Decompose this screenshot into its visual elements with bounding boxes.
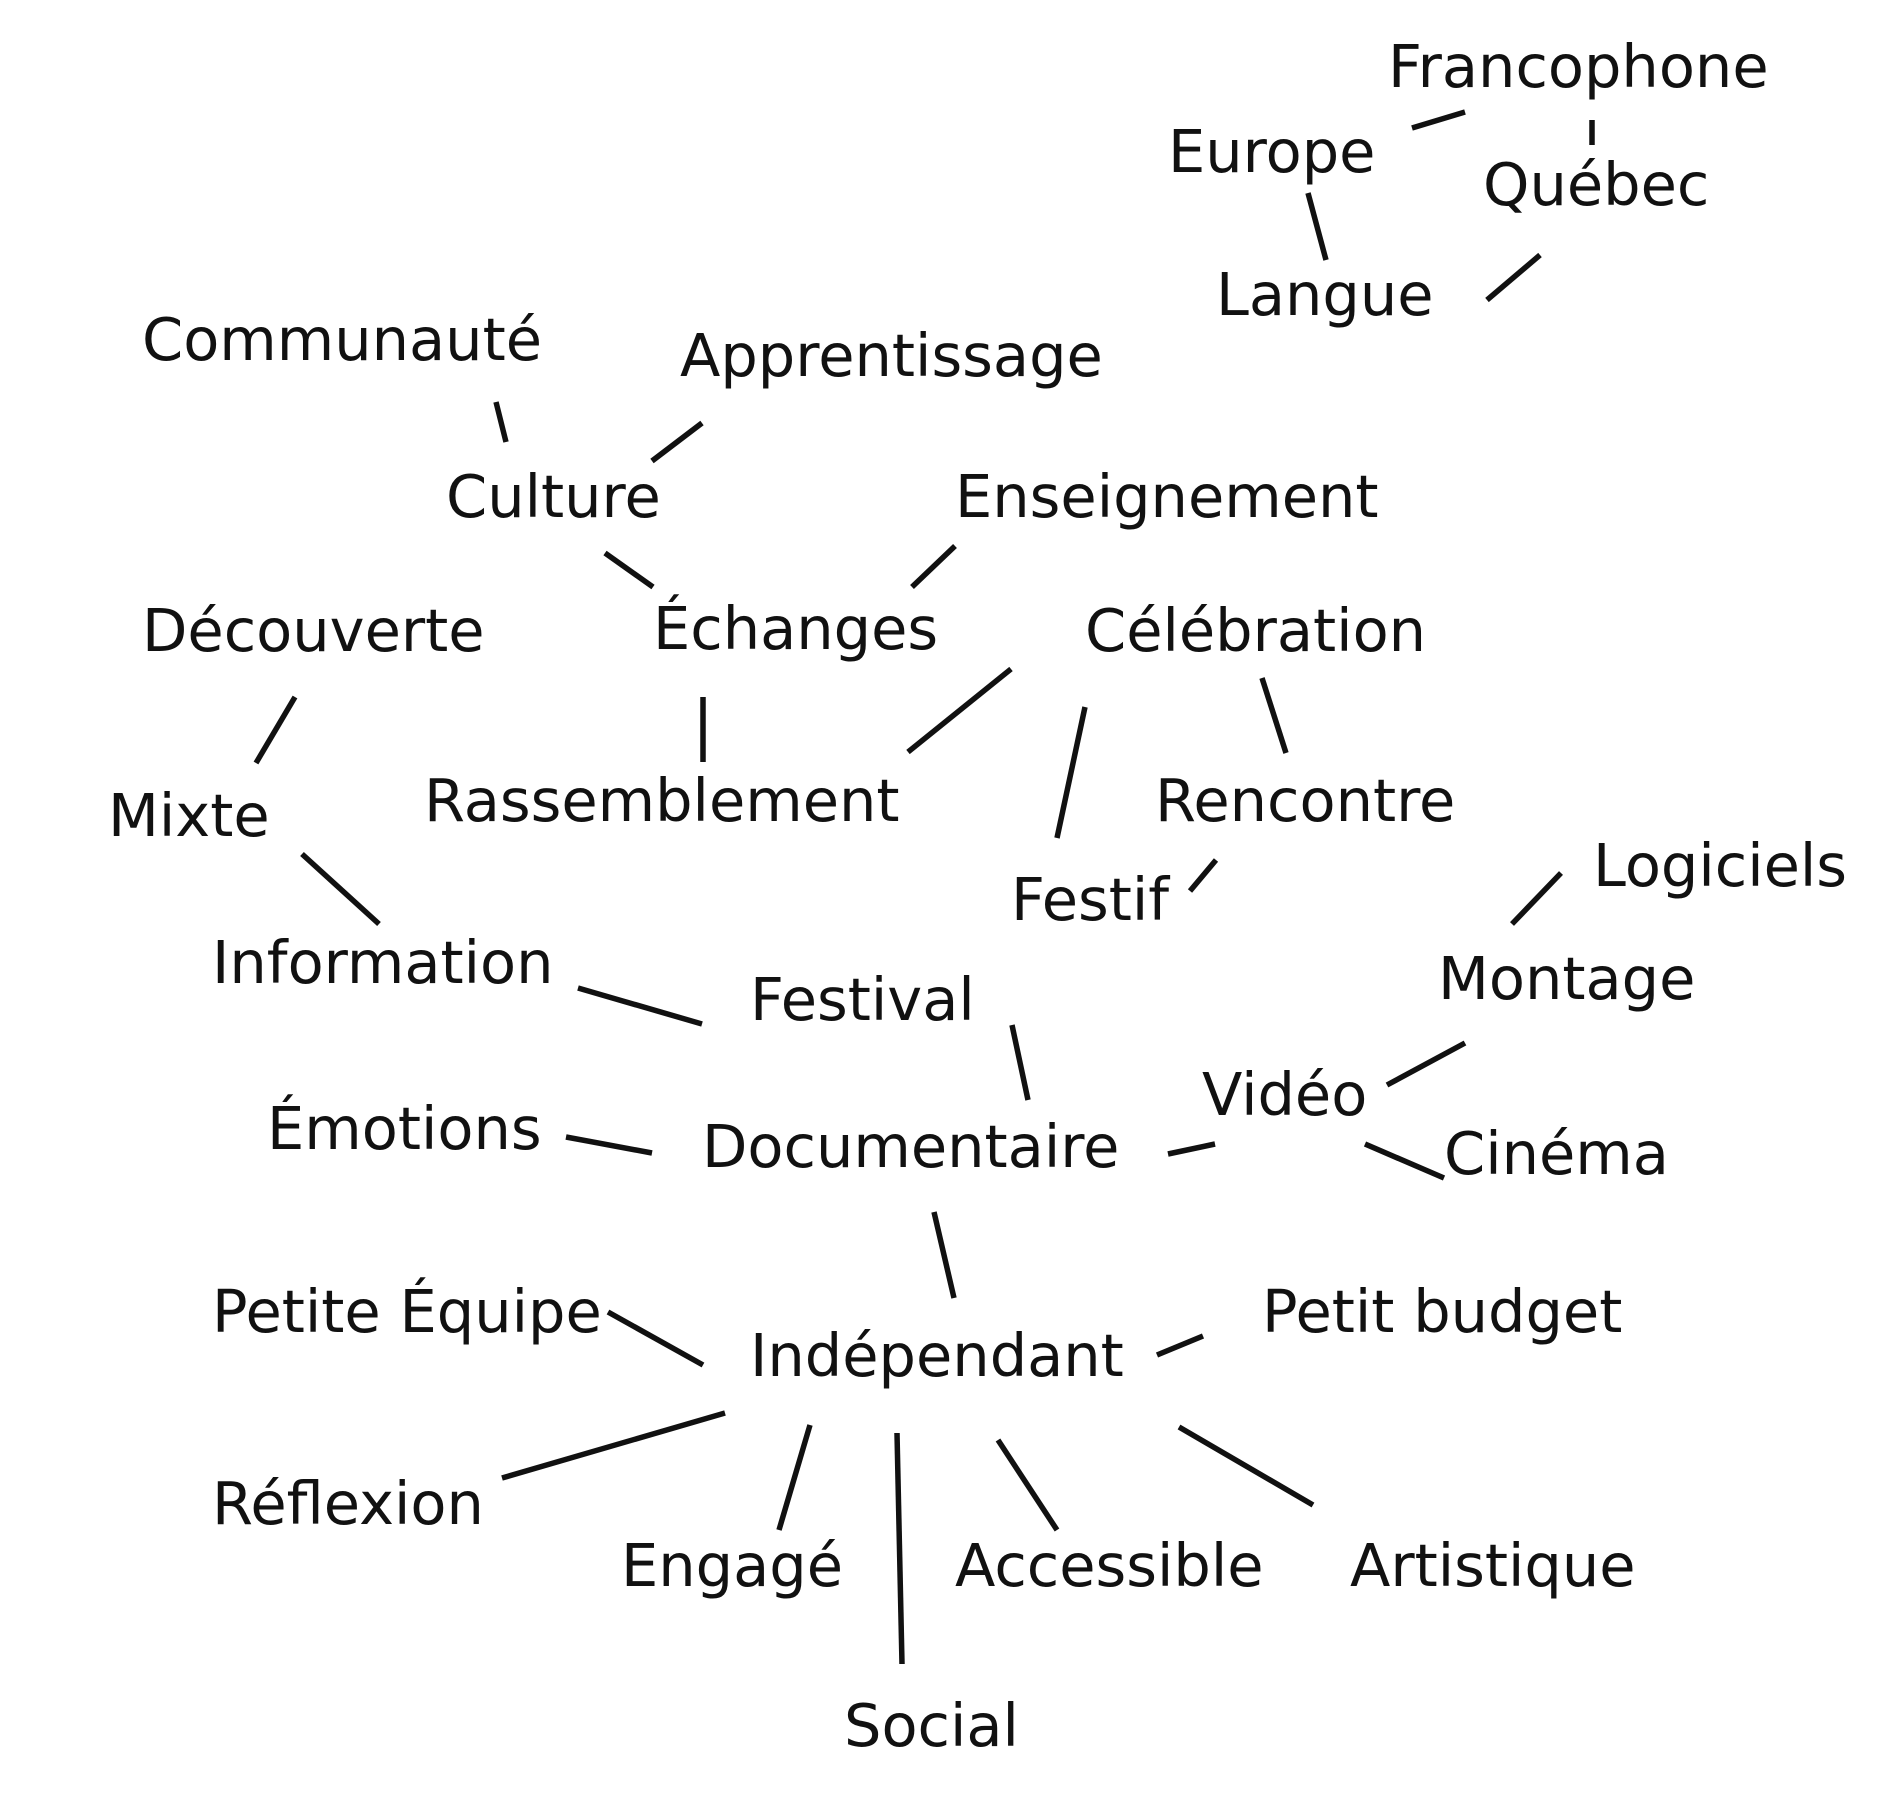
edge-emotions-documentaire: [565, 1134, 653, 1156]
edge-independant-petit-budget: [1155, 1333, 1205, 1358]
edge-independant-social: [894, 1432, 905, 1665]
word-quebec: Québec: [1483, 150, 1709, 219]
word-mixte: Mixte: [108, 781, 270, 850]
edge-celebration-festif: [1054, 706, 1088, 839]
edge-petite-equipe-independant: [606, 1309, 705, 1368]
edge-independant-reflexion: [501, 1410, 726, 1481]
edge-culture-echanges: [603, 550, 655, 590]
word-europe: Europe: [1168, 117, 1375, 186]
edge-documentaire-independant: [931, 1211, 957, 1299]
word-rassemblement: Rassemblement: [424, 766, 900, 835]
word-culture: Culture: [446, 462, 661, 531]
edge-echanges-enseignement: [910, 544, 957, 589]
edge-europe-langue: [1305, 192, 1329, 261]
word-social: Social: [844, 1691, 1019, 1760]
word-petit-budget: Petit budget: [1262, 1277, 1622, 1346]
word-artistique: Artistique: [1350, 1531, 1636, 1600]
word-echanges: Échanges: [653, 594, 938, 663]
edge-festif-rencontre: [1187, 858, 1219, 893]
edge-independant-accessible: [995, 1438, 1060, 1532]
word-montage: Montage: [1438, 944, 1695, 1013]
word-communaute: Communauté: [142, 305, 542, 374]
word-documentaire: Documentaire: [702, 1112, 1119, 1181]
word-rencontre: Rencontre: [1155, 766, 1455, 835]
edge-rassemblement-celebration: [906, 666, 1013, 755]
edge-festival-documentaire: [1009, 1024, 1031, 1101]
edge-information-festival: [577, 985, 703, 1027]
word-information: Information: [212, 928, 554, 997]
word-festif: Festif: [1011, 865, 1170, 934]
word-independant: Indépendant: [750, 1321, 1124, 1390]
edge-independant-engage: [776, 1424, 813, 1531]
word-langue: Langue: [1216, 260, 1434, 329]
word-reflexion: Réflexion: [212, 1469, 484, 1538]
word-engage: Engagé: [621, 1531, 843, 1600]
connector-lines: [253, 109, 1595, 1665]
word-celebration: Célébration: [1085, 596, 1426, 665]
word-decouverte: Découverte: [142, 596, 485, 665]
word-video: Vidéo: [1202, 1060, 1367, 1129]
edge-montage-logiciels: [1510, 871, 1563, 926]
word-enseignement: Enseignement: [955, 462, 1379, 531]
edge-mixte-information: [300, 851, 381, 927]
word-festival: Festival: [750, 965, 975, 1034]
word-accessible: Accessible: [955, 1531, 1264, 1600]
word-cinema: Cinéma: [1444, 1119, 1669, 1188]
edge-independant-artistique: [1177, 1424, 1315, 1508]
word-petite-equipe: Petite Équipe: [212, 1277, 602, 1346]
word-emotions: Émotions: [267, 1094, 542, 1163]
edge-decouverte-mixte: [253, 695, 298, 765]
edge-langue-quebec: [1485, 252, 1542, 303]
edge-documentaire-video: [1167, 1141, 1216, 1157]
edge-video-montage: [1385, 1040, 1467, 1088]
word-labels: Francophone Europe Québec Langue Communa…: [108, 32, 1847, 1760]
word-francophone: Francophone: [1388, 32, 1769, 101]
edge-culture-apprentissage: [650, 420, 704, 464]
word-apprentissage: Apprentissage: [680, 321, 1103, 390]
edge-celebration-rencontre: [1259, 677, 1289, 754]
edge-europe-francophone: [1411, 109, 1466, 131]
edge-communaute-culture: [493, 401, 509, 443]
edge-video-cinema: [1363, 1141, 1446, 1181]
word-logiciels: Logiciels: [1593, 831, 1847, 900]
